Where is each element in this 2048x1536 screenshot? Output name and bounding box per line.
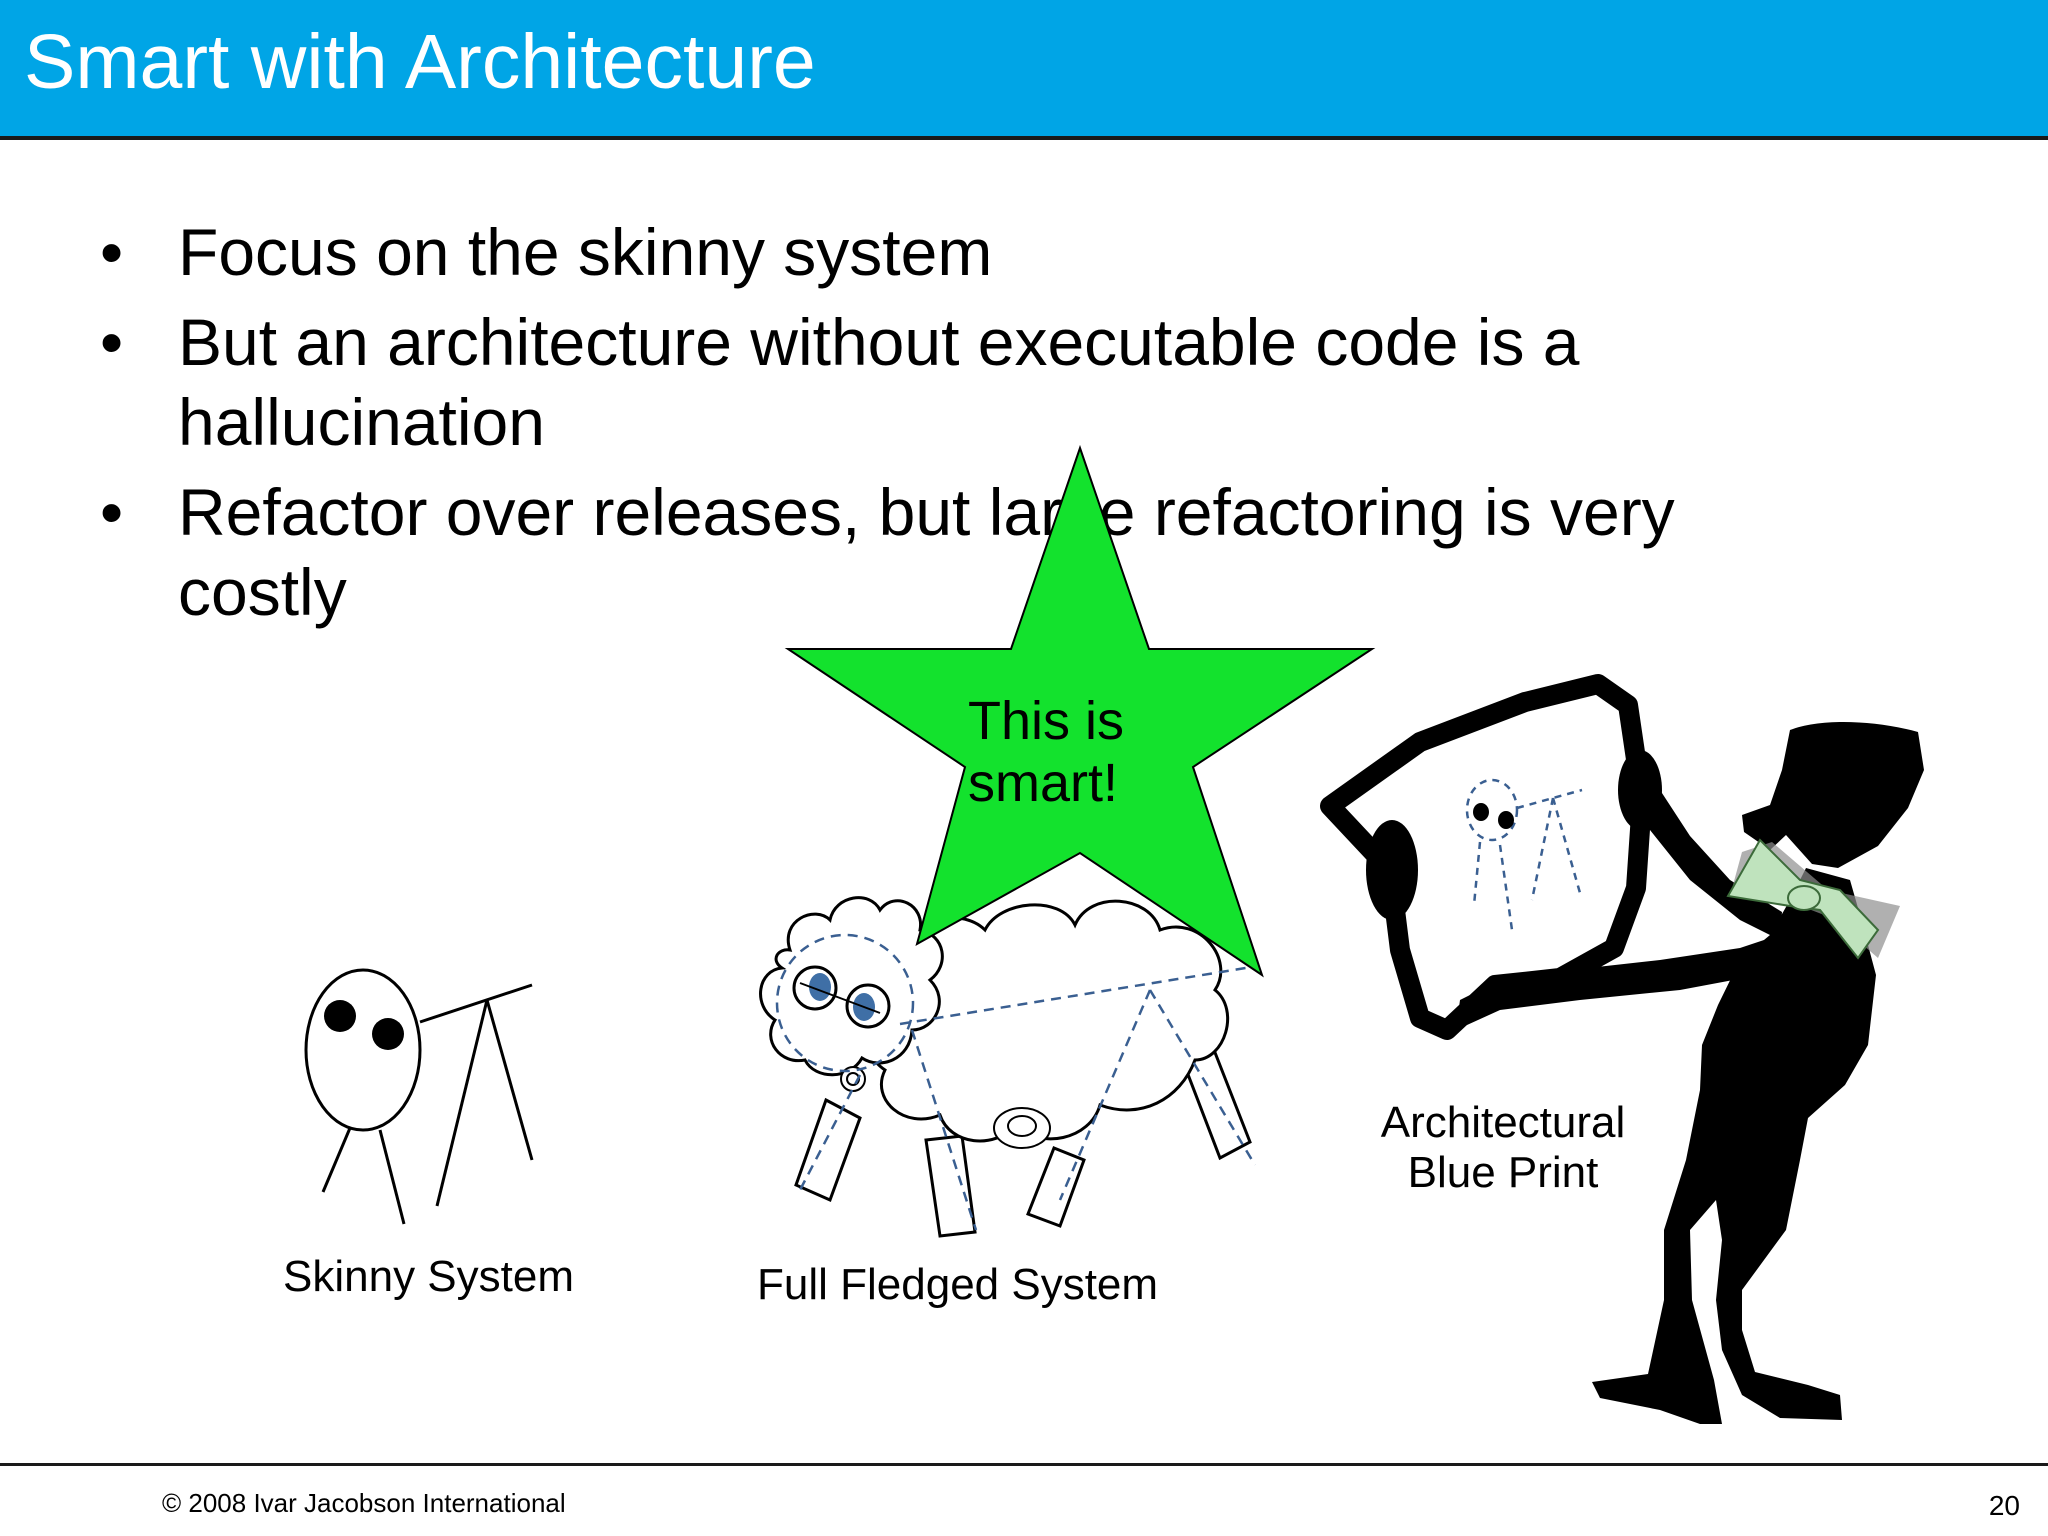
page-number: 20: [1988, 1490, 2020, 1521]
bullet-glyph: •: [100, 215, 124, 289]
slide-title: Smart with Architecture: [24, 19, 816, 105]
skinny-stick-figure-icon: [304, 968, 534, 1225]
architectural-blueprint-label: Architectural Blue Print: [1380, 1098, 1626, 1197]
bullet-item-refactor: • Refactor over releases, but large refa…: [100, 472, 1720, 632]
bullet-text: But an architecture without executable c…: [178, 305, 1580, 459]
full-fledged-system-label: Full Fledged System: [757, 1260, 1159, 1309]
copyright-notice: © 2008 Ivar Jacobson International: [162, 1488, 566, 1518]
star-callout-text: This is smart!: [968, 691, 1125, 813]
bullet-item-hallucination: • But an architecture without executable…: [100, 302, 1720, 462]
bullet-text: Refactor over releases, but large refact…: [178, 475, 1675, 629]
bullet-list: • Focus on the skinny system • But an ar…: [100, 212, 1720, 642]
bow-tie-icon: [1726, 838, 1900, 960]
bullet-item-skinny-system: • Focus on the skinny system: [100, 212, 1720, 292]
bullet-text: Focus on the skinny system: [178, 215, 993, 289]
footer-divider: [0, 1463, 2048, 1466]
title-bar: Smart with Architecture: [0, 0, 2048, 140]
bullet-glyph: •: [100, 475, 124, 549]
man-with-blueprint-icon: [1320, 674, 1924, 1424]
sheep-icon: [759, 896, 1259, 1238]
star-burst-icon: [784, 444, 1376, 978]
bullet-glyph: •: [100, 305, 124, 379]
skinny-system-label: Skinny System: [283, 1252, 574, 1301]
